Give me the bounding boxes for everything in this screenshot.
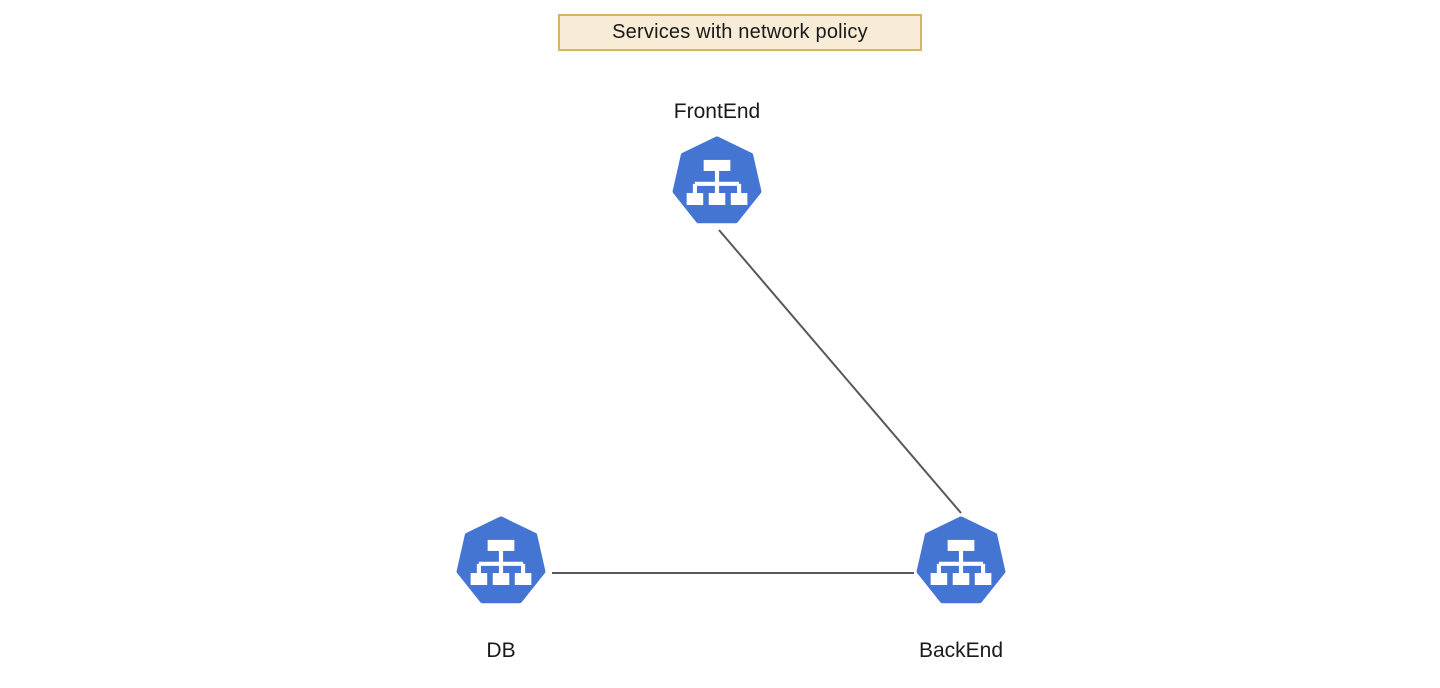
node-backend[interactable]: BackEnd <box>915 516 1007 661</box>
diagram-title-label: Services with network policy <box>612 21 868 43</box>
node-backend-label: BackEnd <box>918 639 1004 662</box>
node-db[interactable]: DB <box>455 516 547 661</box>
kubernetes-service-icon <box>672 136 762 224</box>
node-frontend-label: FrontEnd <box>673 100 761 123</box>
diagram-title-box: Services with network policy <box>558 14 922 51</box>
node-db-label: DB <box>486 639 516 662</box>
edge-frontend-backend[interactable] <box>718 229 962 514</box>
node-frontend[interactable]: FrontEnd <box>671 101 763 228</box>
kubernetes-service-icon <box>456 516 546 604</box>
kubernetes-service-icon <box>916 516 1006 604</box>
